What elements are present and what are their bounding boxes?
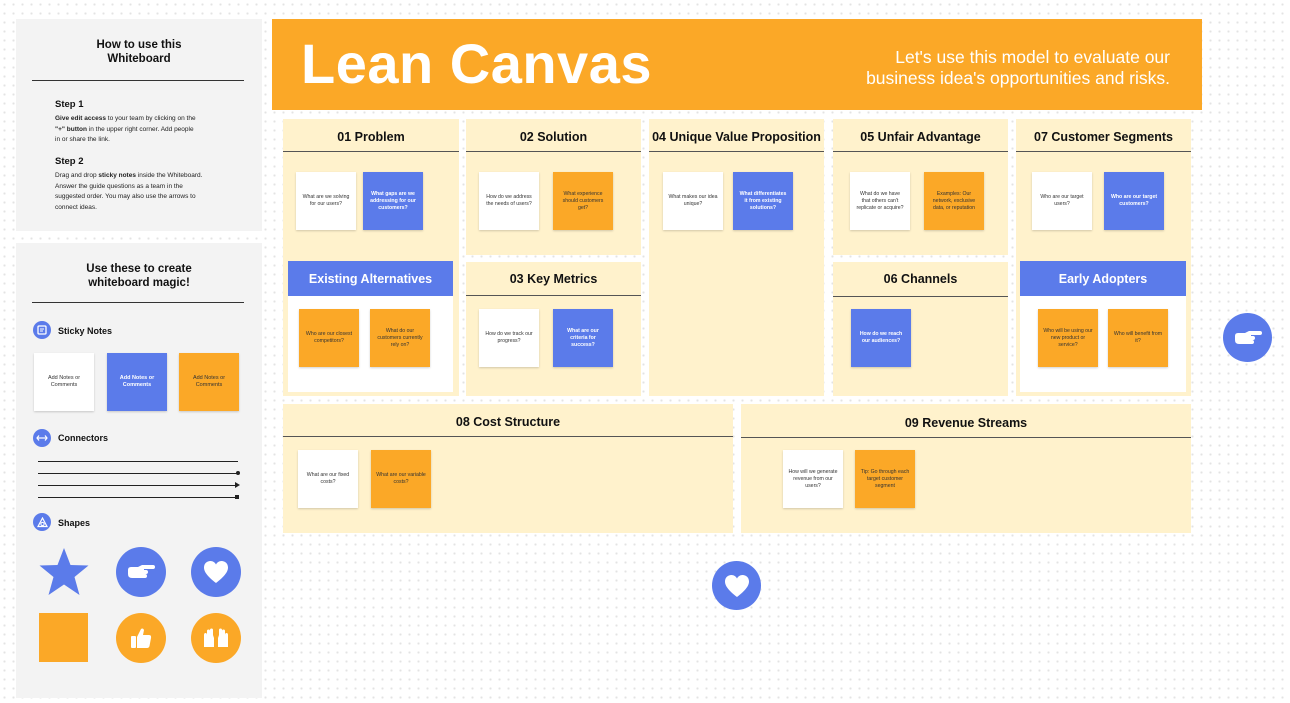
customer-segments-title: 07 Customer Segments	[1034, 130, 1173, 144]
unfair-advantage-divider	[833, 151, 1008, 152]
solution-divider	[466, 151, 641, 152]
heart-icon[interactable]	[712, 561, 761, 610]
uvp-divider	[649, 151, 824, 152]
connector-dot-end[interactable]	[38, 473, 238, 474]
sticky-note-blue[interactable]: Add Notes or Comments	[107, 353, 167, 411]
early-adopters-title: Early Adopters	[1020, 261, 1186, 296]
heart-shape[interactable]	[191, 547, 241, 597]
existing-alternatives-title: Existing Alternatives	[288, 261, 453, 296]
sticky-note[interactable]: How will we generate revenue from our us…	[783, 450, 843, 508]
sticky-note[interactable]: What are our criteria for success?	[553, 309, 613, 367]
star-shape[interactable]	[38, 546, 90, 598]
key-metrics-title: 03 Key Metrics	[509, 272, 598, 286]
problem-title: 01 Problem	[337, 130, 405, 144]
connector-square-end[interactable]	[38, 497, 238, 498]
solution-title: 02 Solution	[519, 130, 588, 144]
connector-square-marker	[235, 495, 239, 499]
solution-section: 02 Solution How do we address the needs …	[466, 119, 641, 255]
banner-subtitle: Let's use this model to evaluate our bus…	[866, 47, 1170, 88]
sticky-note[interactable]: Who are our target customers?	[1104, 172, 1164, 230]
sticky-note[interactable]: How do we reach our audiences?	[851, 309, 911, 367]
sticky-notes-label: Sticky Notes	[58, 326, 113, 336]
banner-title: Lean Canvas	[301, 32, 652, 95]
step2-heading: Step 2	[55, 156, 84, 167]
connector-arrow-marker	[235, 482, 240, 488]
connector-dot-marker	[236, 471, 240, 475]
sticky-note[interactable]: Tip: Go through each target customer seg…	[855, 450, 915, 508]
sticky-note[interactable]: Who are our closest competitors?	[299, 309, 359, 367]
shapes-label: Shapes	[58, 518, 91, 528]
connector-line[interactable]	[38, 461, 238, 462]
problem-section: 01 Problem What are we solving for our u…	[283, 119, 459, 396]
customer-segments-divider	[1016, 151, 1191, 152]
connectors-icon	[33, 429, 51, 447]
problem-divider	[283, 151, 459, 152]
revenue-streams-section: 09 Revenue Streams How will we generate …	[741, 404, 1191, 533]
pointing-hand-shape[interactable]	[116, 547, 166, 597]
square-shape[interactable]	[39, 613, 88, 662]
sticky-note[interactable]: What differentiates it from existing sol…	[733, 172, 793, 230]
sticky-notes-icon	[33, 321, 51, 339]
sticky-note[interactable]: What do our customers currently rely on?	[370, 309, 430, 367]
unfair-advantage-section: 05 Unfair Advantage What do we have that…	[833, 119, 1008, 255]
sticky-note[interactable]: What makes our idea unique?	[663, 172, 723, 230]
key-metrics-section: 03 Key Metrics How do we track our progr…	[466, 262, 641, 396]
pointing-hand-icon[interactable]	[1223, 313, 1272, 362]
step1-heading: Step 1	[55, 99, 84, 110]
sticky-note[interactable]: Examples: Our network, exclusive data, o…	[924, 172, 984, 230]
thumbs-up-shape[interactable]	[116, 613, 166, 663]
library-divider	[32, 302, 244, 303]
sticky-note[interactable]: What do we have that others can't replic…	[850, 172, 910, 230]
channels-title: 06 Channels	[883, 272, 958, 286]
revenue-streams-title: 09 Revenue Streams	[904, 416, 1028, 430]
step2-text: Drag and drop sticky notes inside the Wh…	[55, 172, 203, 211]
library-panel: Use these to create whiteboard magic! St…	[16, 243, 262, 698]
key-metrics-divider	[466, 295, 641, 296]
channels-divider	[833, 296, 1008, 297]
connector-arrow-end[interactable]	[38, 485, 238, 486]
lean-canvas-banner: Lean Canvas Let's use this model to eval…	[272, 19, 1202, 110]
channels-section: 06 Channels How do we reach our audience…	[833, 262, 1008, 396]
revenue-streams-divider	[741, 437, 1191, 438]
howto-panel: How to use this Whiteboard Step 1 Give e…	[16, 19, 262, 231]
raised-hands-shape[interactable]	[191, 613, 241, 663]
uvp-title: 04 Unique Value Proposition	[652, 130, 821, 144]
sticky-note[interactable]: What gaps are we addressing for our cust…	[363, 172, 423, 230]
library-title: Use these to create whiteboard magic!	[86, 263, 192, 289]
customer-segments-section: 07 Customer Segments Who are our target …	[1016, 119, 1191, 396]
sticky-note[interactable]: What are our variable costs?	[371, 450, 431, 508]
sticky-note-white[interactable]: Add Notes or Comments	[34, 353, 94, 411]
cost-structure-title: 08 Cost Structure	[455, 415, 561, 429]
sticky-note[interactable]: Who will be using our new product or ser…	[1038, 309, 1098, 367]
connectors-label: Connectors	[58, 433, 109, 443]
cost-structure-section: 08 Cost Structure What are our fixed cos…	[283, 404, 733, 533]
howto-title: How to use this Whiteboard	[96, 39, 182, 65]
sticky-note[interactable]: Who are our target users?	[1032, 172, 1092, 230]
sticky-note[interactable]: How do we track our progress?	[479, 309, 539, 367]
sticky-note[interactable]: What experience should customers get?	[553, 172, 613, 230]
sticky-note[interactable]: What are we solving for our users?	[296, 172, 356, 230]
howto-divider	[32, 80, 244, 81]
unfair-advantage-title: 05 Unfair Advantage	[860, 130, 981, 144]
sticky-note[interactable]: How do we address the needs of users?	[479, 172, 539, 230]
sticky-note[interactable]: What are our fixed costs?	[298, 450, 358, 508]
cost-structure-divider	[283, 436, 733, 437]
uvp-section: 04 Unique Value Proposition What makes o…	[649, 119, 824, 396]
sticky-note[interactable]: Who will benefit from it?	[1108, 309, 1168, 367]
shapes-icon	[33, 513, 51, 531]
sticky-note-orange[interactable]: Add Notes or Comments	[179, 353, 239, 411]
step1-text: Give edit access to your team by clickin…	[55, 115, 196, 143]
